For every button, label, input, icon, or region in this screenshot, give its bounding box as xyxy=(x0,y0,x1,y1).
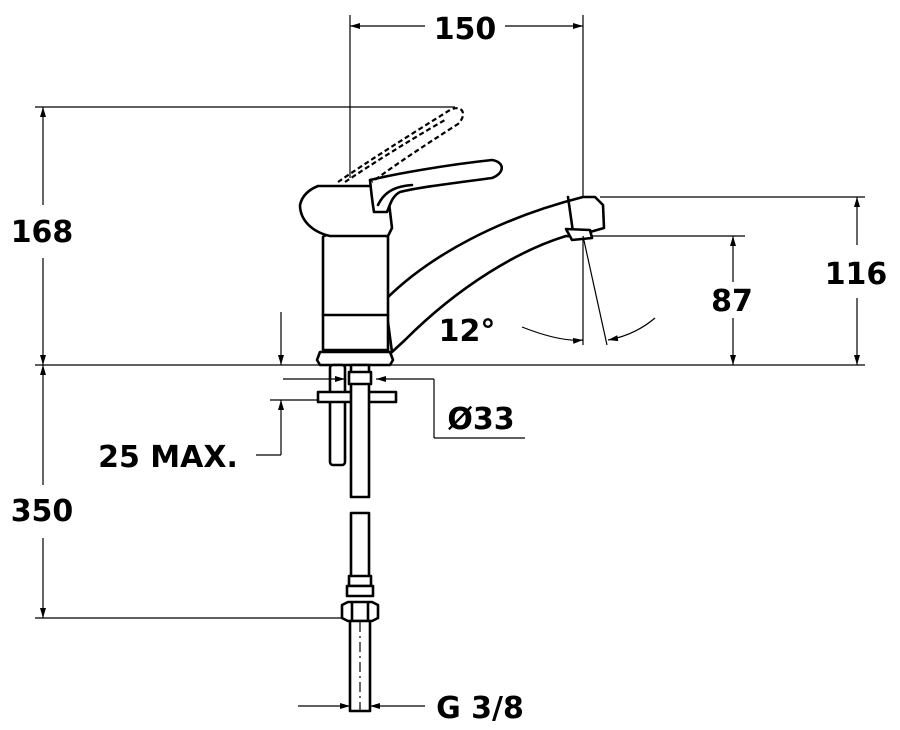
dim-350-label: 350 xyxy=(11,494,74,529)
mounting-assembly xyxy=(316,363,398,713)
lever-handle xyxy=(368,158,504,214)
lever-head xyxy=(298,184,394,238)
base-plate xyxy=(315,350,395,367)
extension-lines xyxy=(35,15,865,619)
angle-12 xyxy=(521,235,656,346)
dim-168-label: 168 xyxy=(11,215,74,250)
dimension-labels: 150 168 116 87 12° Ø33 25 MAX. 350 G 3/8 xyxy=(11,12,888,726)
dim-angle-label: 12° xyxy=(439,314,496,349)
faucet-outline xyxy=(298,107,606,367)
spout xyxy=(383,195,606,354)
hose-lower xyxy=(349,511,371,585)
dim-150-label: 150 xyxy=(434,12,497,47)
hex-nut xyxy=(340,600,380,623)
lever-open-position xyxy=(337,107,465,183)
faucet-body xyxy=(321,231,390,352)
dimension-lines xyxy=(40,23,860,709)
hose-upper xyxy=(349,363,371,499)
dim-max-thickness-label: 25 MAX. xyxy=(98,440,238,475)
dim-thread-label: G 3/8 xyxy=(436,691,524,726)
threaded-stud xyxy=(328,363,347,467)
dim-116-label: 116 xyxy=(825,257,888,292)
dim-diameter-label: Ø33 xyxy=(447,402,514,437)
dim-87-label: 87 xyxy=(711,284,753,319)
